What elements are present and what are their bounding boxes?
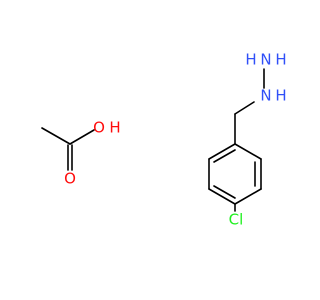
carbonyl-oxygen-label: O [64,170,76,188]
hydroxyl-hydrogen-label: H [109,119,120,137]
hydroxyl-oxygen-label: O [93,119,105,137]
ring-bond-bottom-right [234,188,262,205]
chlorobenzyl-hydrazine: H N H N H Cl [208,51,287,229]
ring-bond-bottom-left [208,188,236,205]
bond-carbonyl-hydroxyl [69,129,95,145]
chlorine-label: Cl [229,211,244,229]
molecule-diagram: O O H H N H N H Cl [41,51,287,229]
hydrazine-bottom-nitrogen-label: N [260,87,271,105]
ring-double-bond-top [213,149,236,163]
ring-bond-top-right [234,143,262,160]
hydrazine-top-hydrogen-left-label: H [245,51,256,69]
acetic-acid: O O H [41,119,121,188]
ring-double-bond-bottom [213,185,236,199]
hydrazine-top-hydrogen-label: H [275,51,286,69]
bond-methyl-carbonyl [41,127,71,145]
bond-benzyl-carbon-nitrogen [234,101,255,115]
structure-canvas: O O H H N H N H Cl [41,50,287,229]
hydrazine-bottom-hydrogen-label: H [275,87,286,105]
ring-bond-top-left [208,143,236,160]
hydrazine-top-nitrogen-label: N [260,51,271,69]
